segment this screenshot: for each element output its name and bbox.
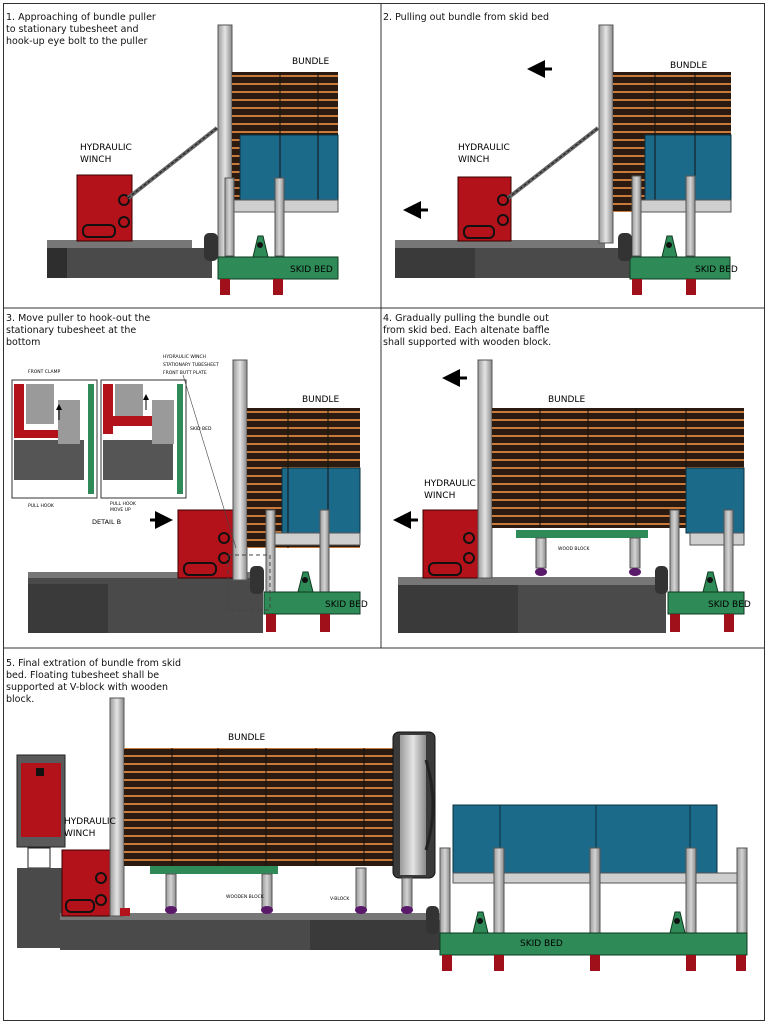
label-bundle: BUNDLE — [292, 57, 329, 67]
label-bundle: BUNDLE — [670, 61, 707, 71]
label-winch: WINCH — [424, 491, 455, 501]
panel-1-caption: 1. Approaching of bundle puller to stati… — [6, 12, 166, 48]
label-winch: WINCH — [64, 829, 95, 839]
label-bundle: BUNDLE — [302, 395, 339, 405]
label-winch: WINCH — [80, 155, 111, 165]
caption-text: Pulling out bundle from skid bed — [395, 12, 550, 23]
panel-5-drawing: BUNDLE HYDRAULIC WINCH WOODEN BLOCK V-BL… — [16, 697, 748, 971]
detail-label: FRONT BUTT PLATE — [163, 370, 207, 376]
detail-label: STATIONARY TUBESHEET — [163, 362, 219, 368]
puller-base — [47, 248, 212, 278]
shell — [239, 134, 339, 201]
label-bundle: BUNDLE — [228, 733, 265, 743]
detail-label: MOVE UP — [110, 507, 131, 513]
stationary-tubesheet — [109, 697, 125, 917]
step-number: 2. — [383, 12, 393, 23]
hydraulic-winch — [76, 174, 133, 242]
label-hydraulic: HYDRAULIC — [458, 143, 510, 153]
hydraulic-winch — [422, 509, 479, 579]
panel-3-caption: 3. Move puller to hook-out the stationar… — [6, 313, 156, 349]
detail-label: PULL HOOK — [110, 501, 137, 507]
detail-label: HYDRAULIC WINCH — [163, 354, 206, 360]
caption-text: Approaching of bundle puller to stationa… — [6, 12, 156, 47]
tube-bundle — [124, 748, 396, 866]
panel-1-drawing: BUNDLE HYDRAULIC WINCH SKID BED — [47, 24, 339, 295]
label-skid-bed: SKID BED — [290, 265, 333, 275]
hydraulic-winch — [177, 509, 234, 579]
caption-text: Gradually pulling the bundle out from sk… — [383, 313, 552, 348]
panel-2-caption: 2. Pulling out bundle from skid bed — [383, 12, 583, 24]
step-number: 4. — [383, 313, 393, 324]
step-number: 1. — [6, 12, 16, 23]
panel-frames — [3, 3, 765, 1021]
shell — [685, 467, 745, 534]
caption-text: Final extration of bundle from skid bed.… — [6, 658, 182, 705]
label-hydraulic: HYDRAULIC — [80, 143, 132, 153]
label-bundle: BUNDLE — [548, 395, 585, 405]
skid-bed — [439, 932, 748, 956]
label-skid-bed: SKID BED — [708, 600, 751, 610]
label-skid-bed: SKID BED — [325, 600, 368, 610]
label-hydraulic: HYDRAULIC — [64, 817, 116, 827]
panel-5-caption: 5. Final extration of bundle from skid b… — [6, 658, 184, 706]
panel-2-drawing: BUNDLE HYDRAULIC WINCH SKID BED — [395, 24, 738, 295]
label-v-block: V-BLOCK — [330, 896, 350, 902]
detail-label: FRONT CLAMP — [28, 369, 61, 375]
stationary-tubesheet — [598, 24, 614, 244]
stationary-tubesheet — [232, 359, 248, 581]
skid-bed — [629, 256, 731, 280]
label-winch: WINCH — [458, 155, 489, 165]
panel-4-drawing: BUNDLE HYDRAULIC WINCH WOOD BLOCK SKID B… — [393, 359, 751, 633]
label-skid-bed: SKID BED — [520, 939, 563, 949]
panel-4-caption: 4. Gradually pulling the bundle out from… — [383, 313, 558, 349]
caption-text: Move puller to hook-out the stationary t… — [6, 313, 151, 348]
label-wooden-block: WOODEN BLOCK — [226, 894, 265, 900]
hydraulic-winch — [457, 176, 512, 242]
label-skid-bed: SKID BED — [695, 265, 738, 275]
stationary-tubesheet — [477, 359, 493, 579]
step-number: 5. — [6, 658, 16, 669]
wooden-block-rail — [150, 866, 278, 874]
detail-title: DETAIL B — [92, 518, 121, 526]
detail-b-inset: FRONT CLAMP HYDRAULIC WINCH STATIONARY T… — [11, 354, 219, 526]
wooden-block-rail — [516, 530, 648, 538]
shell — [452, 804, 718, 874]
step-number: 3. — [6, 313, 16, 324]
detail-label: PULL HOOK — [28, 503, 55, 509]
label-wood-block: WOOD BLOCK — [558, 546, 591, 552]
panel-3-drawing: FRONT CLAMP HYDRAULIC WINCH STATIONARY T… — [11, 354, 368, 633]
label-hydraulic: HYDRAULIC — [424, 479, 476, 489]
detail-label: SKID BED — [190, 426, 212, 432]
